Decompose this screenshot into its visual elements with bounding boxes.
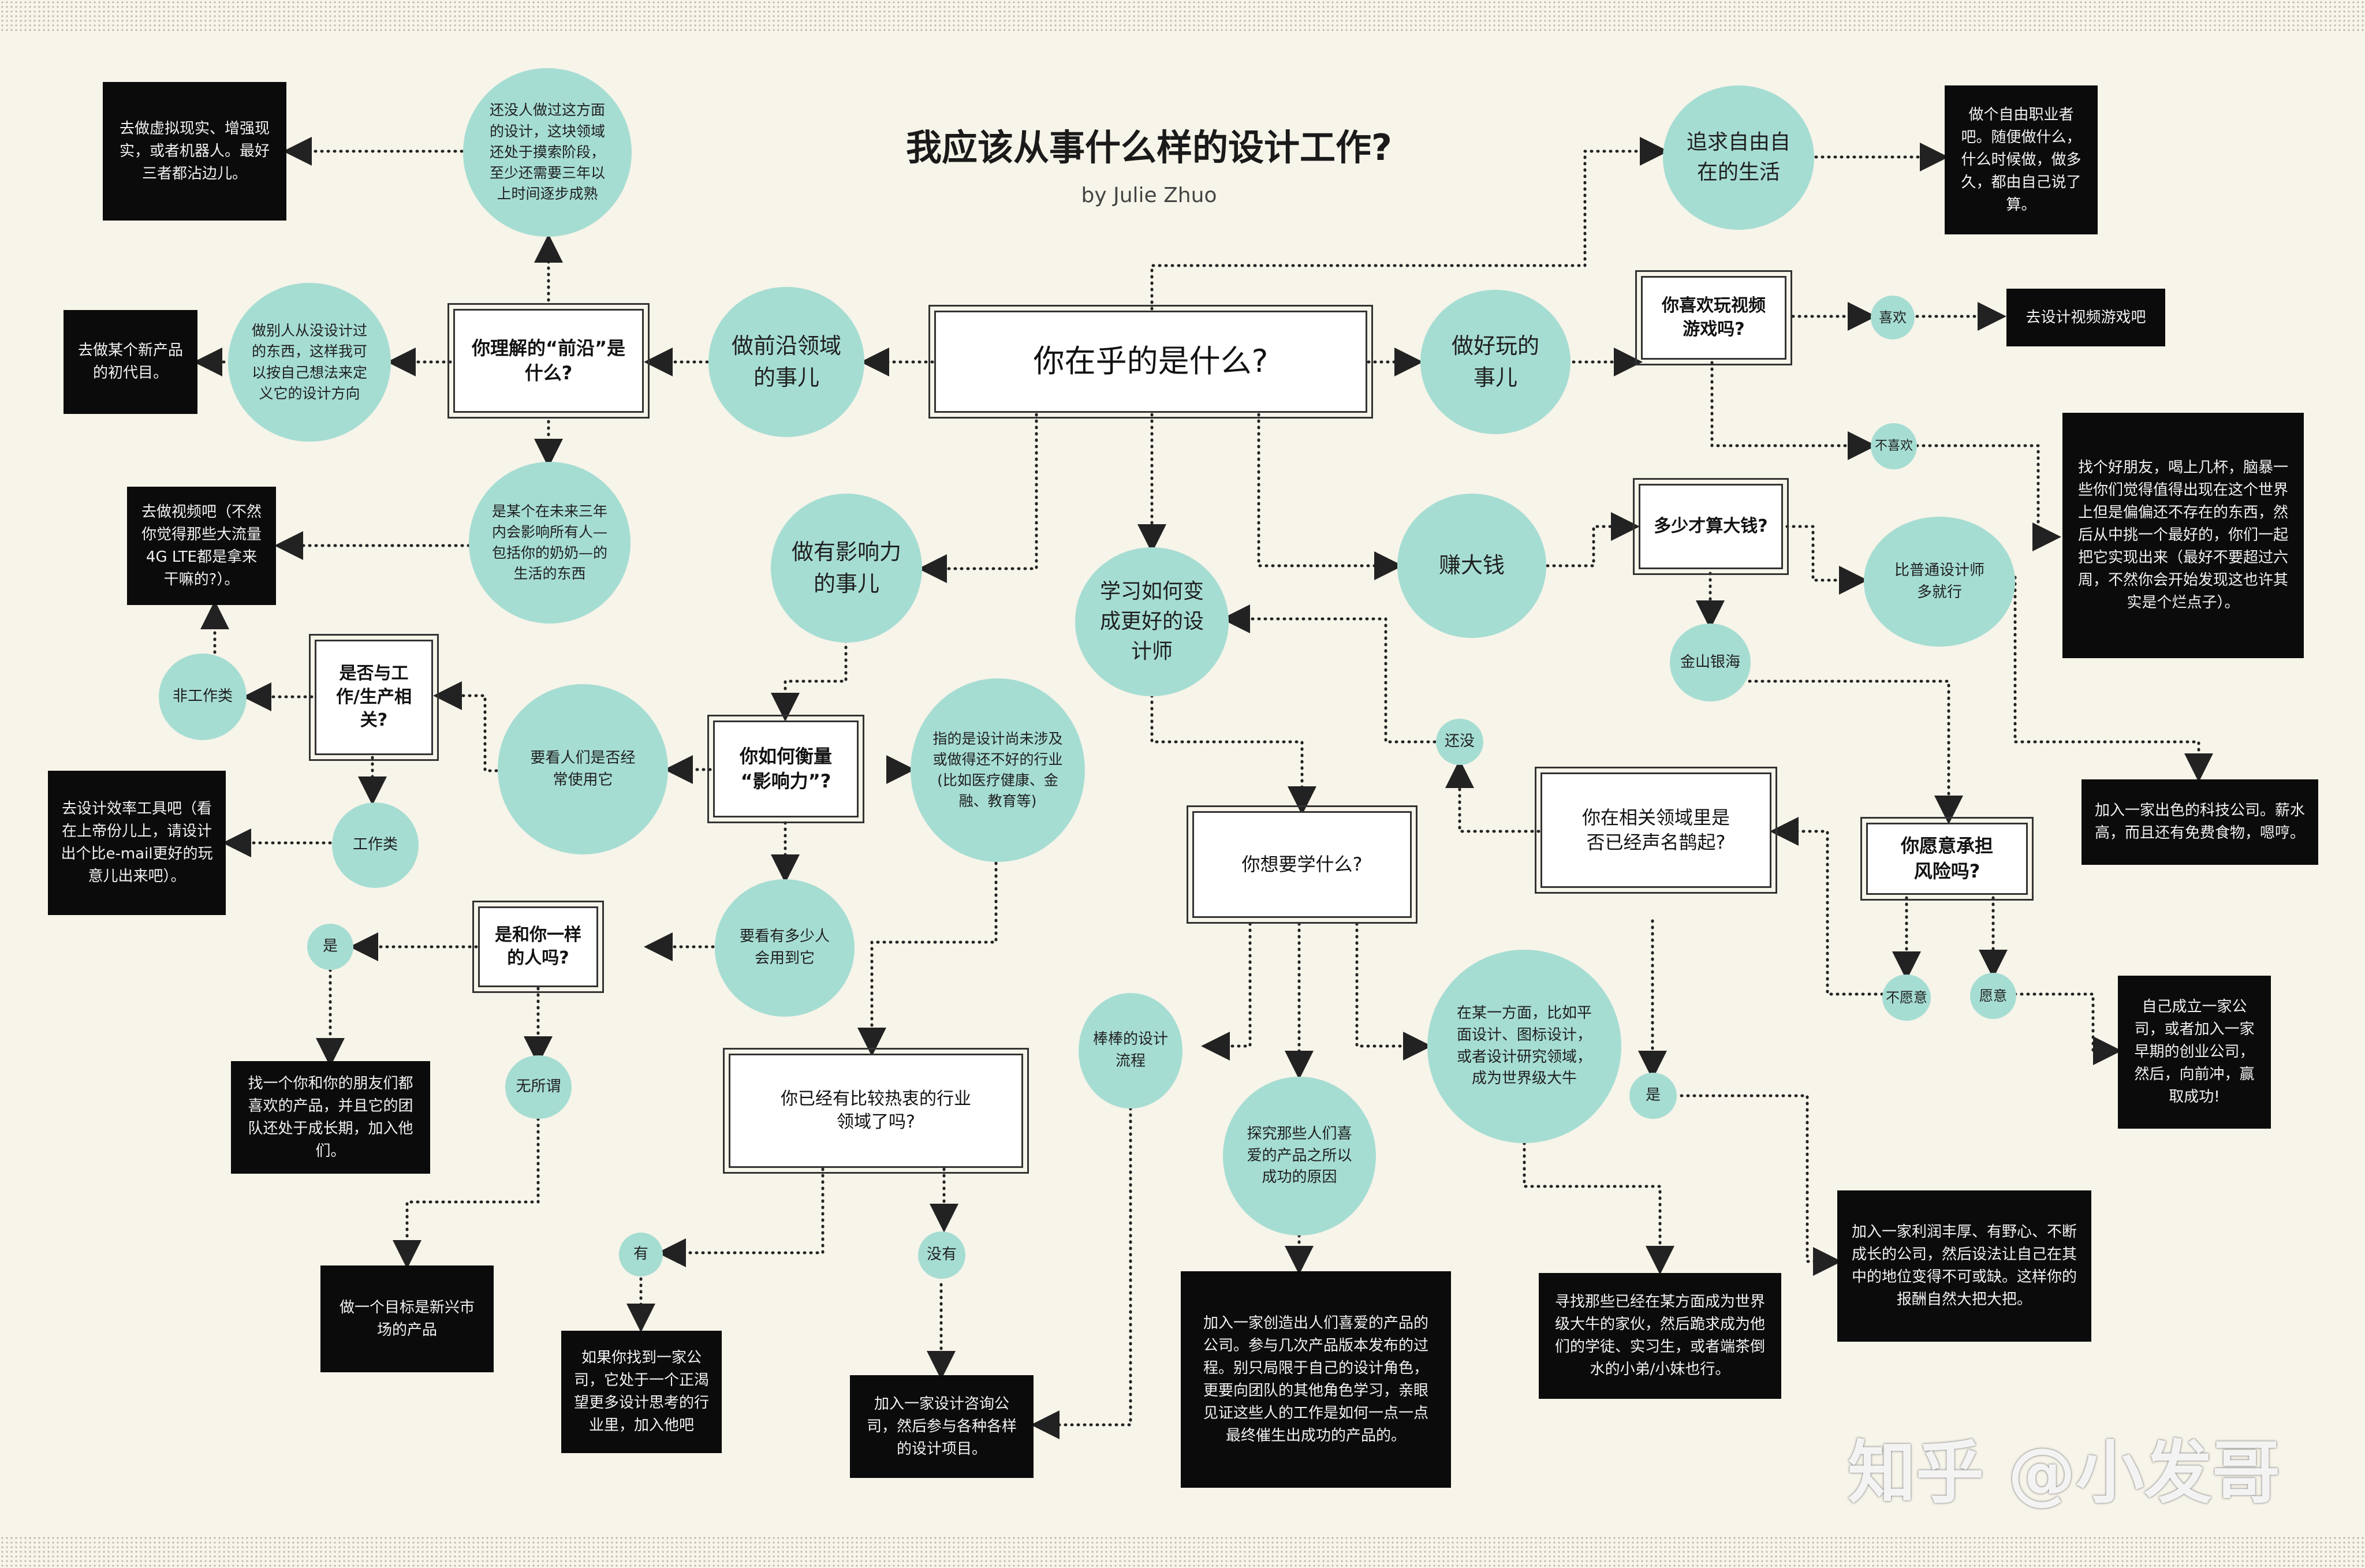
outcome-design-games: 去设计视频游戏吧: [2006, 289, 2165, 346]
question-like-video-games: 你喜欢玩视频 游戏吗?: [1635, 270, 1792, 365]
conn-fame-notyet: [1445, 759, 1540, 833]
answer-yes-like-you: 是: [307, 924, 353, 970]
bottom-dotted-border: [0, 1536, 2365, 1568]
conn-willing-startup: [2013, 992, 2122, 1065]
answer-frontier-new-thing: 做别人从没设计过的东西，这样我可以按自己想法来定义它的设计方向: [228, 283, 391, 442]
answer-gold-mountain: 金山银海: [1670, 624, 1751, 701]
outcome-emerging-market: 做一个目标是新兴市场的产品: [320, 1265, 494, 1372]
question-work-related: 是否与工 作/生产相 关?: [309, 634, 439, 761]
page-title: 我应该从事什么样的设计工作?: [906, 126, 1392, 169]
outcome-join-loved-product-company: 加入一家创造出人们喜爱的产品的公司。参与几次产品版本发布的过程。别只局限于自己的…: [1181, 1271, 1451, 1488]
answer-design-process: 棒棒的设计 流程: [1079, 993, 1182, 1108]
question-frontier-meaning: 你理解的“前沿”是 什么?: [447, 303, 650, 419]
conn-money-mq: [1546, 512, 1640, 568]
top-dotted-border: [0, 0, 2365, 32]
circle-frontier: 做前沿领域 的事儿: [708, 287, 864, 437]
answer-how-many: 要看有多少人会用到它: [715, 879, 855, 1017]
circle-fun: 做好玩的 事儿: [1420, 290, 1571, 434]
conn-gold-risk: [1748, 680, 1963, 824]
answer-frontier-unexplored: 还没人做过这方面的设计，这块领域还处于摸索阶段，至少还需要三年以上时间逐步成熟: [463, 68, 632, 237]
outcome-design-consultancy: 加入一家设计咨询公司，然后参与各种各样的设计项目。: [850, 1375, 1034, 1478]
conn-lq-world: [1355, 922, 1432, 1061]
watermark: 知乎 @小发哥: [1848, 1433, 2281, 1513]
answer-work: 工作类: [332, 802, 419, 888]
conn-learn-lq: [1150, 694, 1316, 815]
outcome-freelancer: 做个自由职业者吧。随便做什么，什么时候做，做多久，都由自己说了算。: [1945, 85, 2098, 234]
outcome-join-growing-team: 找一个你和你的朋友们都喜欢的产品，并且它的团队还处于成长期，加入他们。: [231, 1061, 430, 1174]
conn-impact-iq: [771, 639, 848, 722]
circle-learn: 学习如何变 成更好的设 计师: [1075, 547, 1229, 696]
answer-unwilling: 不愿意: [1882, 975, 1931, 1021]
conn-root-impact: [918, 413, 1038, 583]
conn-above-tech: [2013, 576, 2213, 782]
answer-doesnt-matter: 无所谓: [505, 1055, 572, 1119]
author-byline: by Julie Zhuo: [1081, 184, 1217, 207]
outcome-great-tech-company: 加入一家出色的科技公司。薪水高，而且还有免费食物，嗯哼。: [2082, 779, 2318, 865]
circle-impact: 做有影响力 的事儿: [771, 494, 922, 643]
conn-dislike-friends: [1915, 444, 2061, 551]
answer-yes-famous: 是: [1629, 1073, 1677, 1119]
answer-like: 喜欢: [1871, 296, 1915, 339]
answer-more-than-average: 比普通设计师 多就行: [1864, 517, 2015, 647]
answer-frontier-everyone: 是某个在未来三年内会影响所有人—包括你的奶奶—的生活的东西: [469, 462, 631, 624]
conn-world-mentor: [1523, 1141, 1674, 1275]
outcome-startup: 自己成立一家公司，或者加入一家早期的创业公司，然后，向前冲，赢取成功!: [2118, 976, 2271, 1129]
question-like-you: 是和你一样 的人吗?: [472, 901, 604, 993]
circle-freedom: 追求自由自 在的生活: [1663, 85, 1814, 230]
outcome-vr-ar-robots: 去做虚拟现实、增强现实，或者机器人。最好三者都沾边儿。: [103, 82, 286, 221]
conn-domain-passion: [857, 861, 998, 1056]
question-passion-industry: 你已经有比较热衷的行业 领域了吗?: [723, 1048, 1029, 1174]
answer-have: 有: [619, 1233, 663, 1276]
answer-why-loved: 探究那些人们喜爱的产品之所以成功的原因: [1223, 1077, 1376, 1235]
conn-passion-have: [657, 1167, 825, 1267]
question-take-risk: 你愿意承担 风险吗?: [1860, 817, 2034, 901]
outcome-first-gen-product: 去做某个新产品的初代目。: [64, 310, 197, 414]
outcome-join-industry-company: 如果你找到一家公司，它处于一个正渴望更多设计思考的行业里，加入他吧: [561, 1331, 722, 1453]
answer-world-class: 在某一方面，比如平面设计、图标设计，或者设计研究领域，成为世界级大牛: [1427, 950, 1621, 1143]
answer-frequent-use: 要看人们是否经常使用它: [498, 684, 668, 854]
conn-process-consult: [1031, 1107, 1132, 1439]
answer-willing: 愿意: [1970, 973, 2016, 1019]
conn-notyet-learn: [1221, 604, 1437, 744]
circle-money: 赚大钱: [1397, 494, 1546, 638]
answer-non-work: 非工作类: [159, 654, 247, 740]
conn-use-workq: [433, 681, 498, 772]
conn-root-money: [1257, 413, 1403, 580]
root-question: 你在乎的是什么?: [928, 305, 1373, 419]
answer-dislike: 不喜欢: [1871, 423, 1917, 469]
conn-funq-dislike: [1710, 361, 1877, 460]
answer-have-not: 没有: [918, 1231, 965, 1279]
conn-unwilling-fame: [1770, 817, 1884, 996]
answer-not-yet: 还没: [1436, 719, 1483, 765]
conn-mq-above: [1785, 525, 1868, 595]
question-how-much-money: 多少才算大钱?: [1633, 478, 1789, 575]
conn-lq-process: [1201, 922, 1252, 1061]
question-what-to-learn: 你想要学什么?: [1187, 805, 1417, 924]
outcome-apprentice: 寻找那些已经在某方面成为世界级大牛的家伙，然后跪求成为他们的学徒、实习生，或者端…: [1539, 1273, 1781, 1399]
outcome-brainstorm-with-friend: 找个好朋友，喝上几杯，脑暴一些你们觉得值得出现在这个世界上但是偏偏还不存在的东西…: [2062, 413, 2304, 658]
answer-underserved-industry: 指的是设计尚未涉及或做得还不好的行业(比如医疗健康、金融、教育等): [911, 678, 1085, 862]
outcome-video: 去做视频吧（不然你觉得那些大流量4G LTE都是拿来干嘛的?）。: [127, 487, 276, 605]
question-already-famous: 你在相关领域里是 否已经声名鹊起?: [1535, 767, 1777, 894]
outcome-become-indispensable: 加入一家利润丰厚、有野心、不断成长的公司，然后设法让自己在其中的地位变得不可或缺…: [1837, 1190, 2091, 1342]
conn-root-freedom: [1150, 137, 1669, 311]
outcome-productivity-tools: 去设计效率工具吧（看在上帝份儿上，请设计出个比e-mail更好的玩意儿出来吧）。: [48, 771, 226, 915]
conn-yesb-famous: [1680, 1094, 1842, 1276]
question-impact-measure: 你如何衡量 “影响力”?: [707, 715, 864, 823]
